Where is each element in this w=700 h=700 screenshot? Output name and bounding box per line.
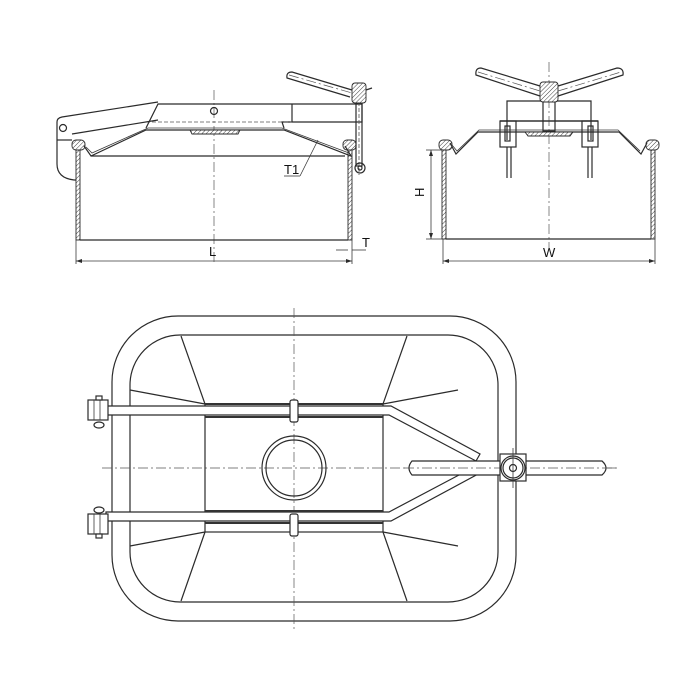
hinge-bottom <box>87 506 109 539</box>
left-wall <box>75 145 81 241</box>
label-l: L <box>209 244 216 259</box>
side-view-length: T1 L T <box>56 71 373 264</box>
label-t: T <box>362 235 370 250</box>
label-t1: T1 <box>284 162 299 177</box>
top-view <box>87 308 620 632</box>
center-port-inner <box>265 439 323 497</box>
pivot-hole <box>209 106 219 116</box>
handwheel-hub <box>539 81 559 103</box>
label-w: W <box>543 245 556 260</box>
label-h: H <box>412 188 427 197</box>
side-view-width: H W <box>412 62 660 264</box>
right-wall <box>347 145 353 241</box>
hinge-top <box>87 395 109 429</box>
center-port-outer <box>261 435 327 501</box>
hinge-pin <box>58 123 68 133</box>
